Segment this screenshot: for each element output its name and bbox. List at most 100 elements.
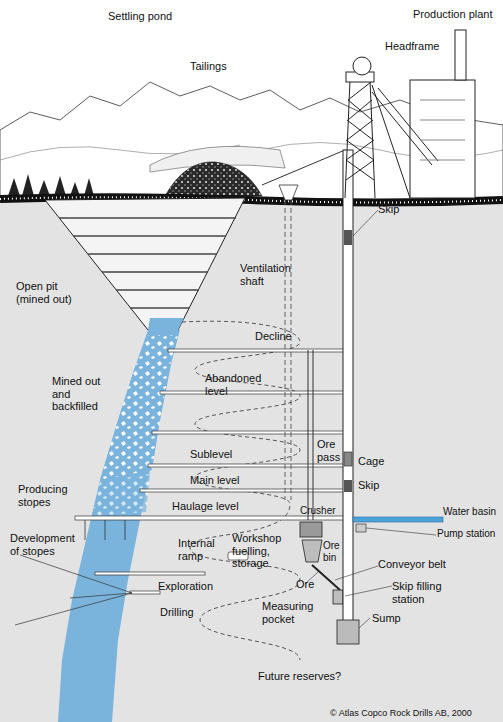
ore-pass-wall [313, 350, 314, 520]
part-label: Ore bin [323, 540, 345, 563]
producing-stope [92, 474, 150, 516]
part-label: Haulage level [172, 500, 239, 513]
part-label: Cage [358, 455, 384, 468]
pit-bench [73, 235, 226, 237]
part-label: Measuring pocket [262, 600, 318, 625]
part-label: Producing stopes [18, 483, 73, 508]
part-label: Abandoned level [205, 372, 263, 397]
part-label: Workshop fuelling, storage [232, 532, 284, 570]
headframe [345, 57, 410, 198]
frame-lattice [346, 82, 374, 180]
part-label: Ore pass [317, 438, 347, 463]
ventilation-shaft [285, 200, 291, 500]
leader-line [345, 586, 392, 596]
vent-fan [279, 185, 298, 200]
part-label: Internal ramp [178, 537, 223, 562]
part-label: Sump [372, 612, 401, 625]
part-label: Conveyor belt [378, 558, 446, 571]
mine-level [168, 349, 348, 352]
part-label: Mined out and backfilled [52, 375, 107, 413]
drill-hole [70, 593, 132, 598]
exploration-drift [130, 591, 160, 594]
open-pit [45, 198, 245, 330]
part-label: Open pit (mined out) [16, 280, 76, 305]
levels [75, 349, 348, 594]
tree [38, 180, 50, 196]
tailings-pile [165, 162, 262, 196]
ore-pass [308, 350, 313, 520]
ore-pass-wall [308, 350, 309, 520]
pit-ore [148, 318, 184, 330]
part-label: Drilling [160, 606, 194, 619]
part-label: Ore [296, 578, 314, 591]
chimney [455, 30, 466, 80]
vent-wall [285, 200, 286, 500]
leader-line [335, 566, 378, 580]
raise [105, 520, 106, 540]
drill-hole [20, 555, 132, 593]
part-label: Main level [190, 474, 240, 487]
trees [8, 174, 94, 196]
part-label: Decline [255, 330, 292, 343]
sump [337, 620, 359, 644]
part-label: Future reserves? [258, 670, 341, 683]
tree [22, 174, 34, 196]
part-label: Skip [358, 479, 379, 492]
tree [54, 176, 66, 196]
vent-wall [291, 200, 292, 500]
sheave-wheel [353, 57, 371, 75]
measuring-pocket [333, 590, 343, 604]
mine-level [140, 489, 348, 492]
mine-level [152, 431, 348, 434]
part-label: Production plant [413, 8, 493, 21]
mine-level [160, 391, 348, 394]
drill-holes [15, 555, 132, 625]
copyright-notice: © Atlas Copco Rock Drills AB, 2000 [330, 708, 472, 718]
pit-bench [116, 289, 199, 291]
part-label: Crusher [300, 505, 336, 517]
raise [125, 520, 126, 540]
leader-line [359, 618, 370, 628]
skip [344, 230, 352, 245]
tree [8, 178, 20, 196]
production-plant [372, 30, 475, 198]
leader-line [353, 210, 378, 236]
part-label: Sublevel [190, 448, 232, 461]
cage [344, 452, 352, 466]
haulage-level [75, 516, 348, 520]
tailings-pipe [262, 150, 345, 185]
ore-bin [302, 540, 322, 562]
hoist-shaft [343, 150, 353, 628]
plant-floors [420, 100, 465, 160]
part-label: Headframe [385, 40, 439, 53]
pit-bench [130, 307, 189, 309]
pit-benches [59, 218, 236, 308]
part-label: Pump station [437, 528, 495, 540]
drill-hole [15, 593, 132, 625]
part-label: Skip filling station [392, 580, 454, 605]
part-label: Water basin [443, 506, 496, 518]
pit-bench [59, 217, 236, 219]
part-label: Ventilation shaft [240, 262, 302, 287]
frame-brace [372, 85, 410, 198]
water-basin [353, 517, 443, 522]
raise [85, 520, 86, 540]
stope-raises [85, 520, 125, 540]
conveyor-belt [312, 565, 340, 590]
pump [356, 524, 366, 532]
part-label: Exploration [158, 580, 213, 593]
leader-line [366, 528, 436, 535]
part-label: Development of stopes [10, 532, 75, 557]
ore-body [58, 330, 180, 722]
pit-bench [88, 253, 217, 255]
skip [344, 480, 352, 492]
crusher [300, 522, 322, 537]
backfill [100, 335, 178, 480]
pit-bench [102, 271, 208, 273]
lower-level [95, 572, 205, 575]
part-label: Skip [378, 203, 399, 216]
part-label: Tailings [190, 60, 227, 73]
